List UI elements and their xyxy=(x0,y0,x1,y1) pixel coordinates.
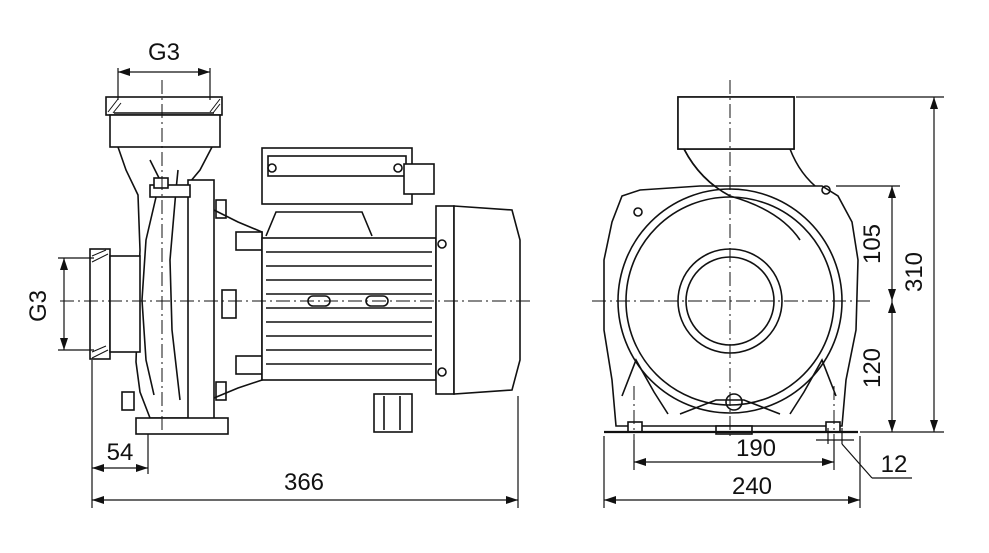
pump-front-view xyxy=(592,80,870,440)
dim-base-width-label: 240 xyxy=(732,473,772,500)
dim-inlet-offset-label: 54 xyxy=(107,439,134,466)
dim-total-height-label: 310 xyxy=(901,252,928,292)
dimension-lines xyxy=(58,68,944,508)
dim-overall-length-label: 366 xyxy=(284,469,324,496)
dim-height-lower-label: 120 xyxy=(859,348,886,388)
dim-outlet-top-label: G3 xyxy=(148,39,180,66)
dimension-labels: G3 G3 54 366 105 120 310 190 240 12 xyxy=(25,39,928,500)
dim-bolt-hole-label: 12 xyxy=(881,451,908,478)
dim-foot-spacing-label: 190 xyxy=(736,435,776,462)
pump-side-view xyxy=(60,80,530,435)
dim-inlet-side-label: G3 xyxy=(25,290,52,322)
dim-height-upper-label: 105 xyxy=(859,224,886,264)
